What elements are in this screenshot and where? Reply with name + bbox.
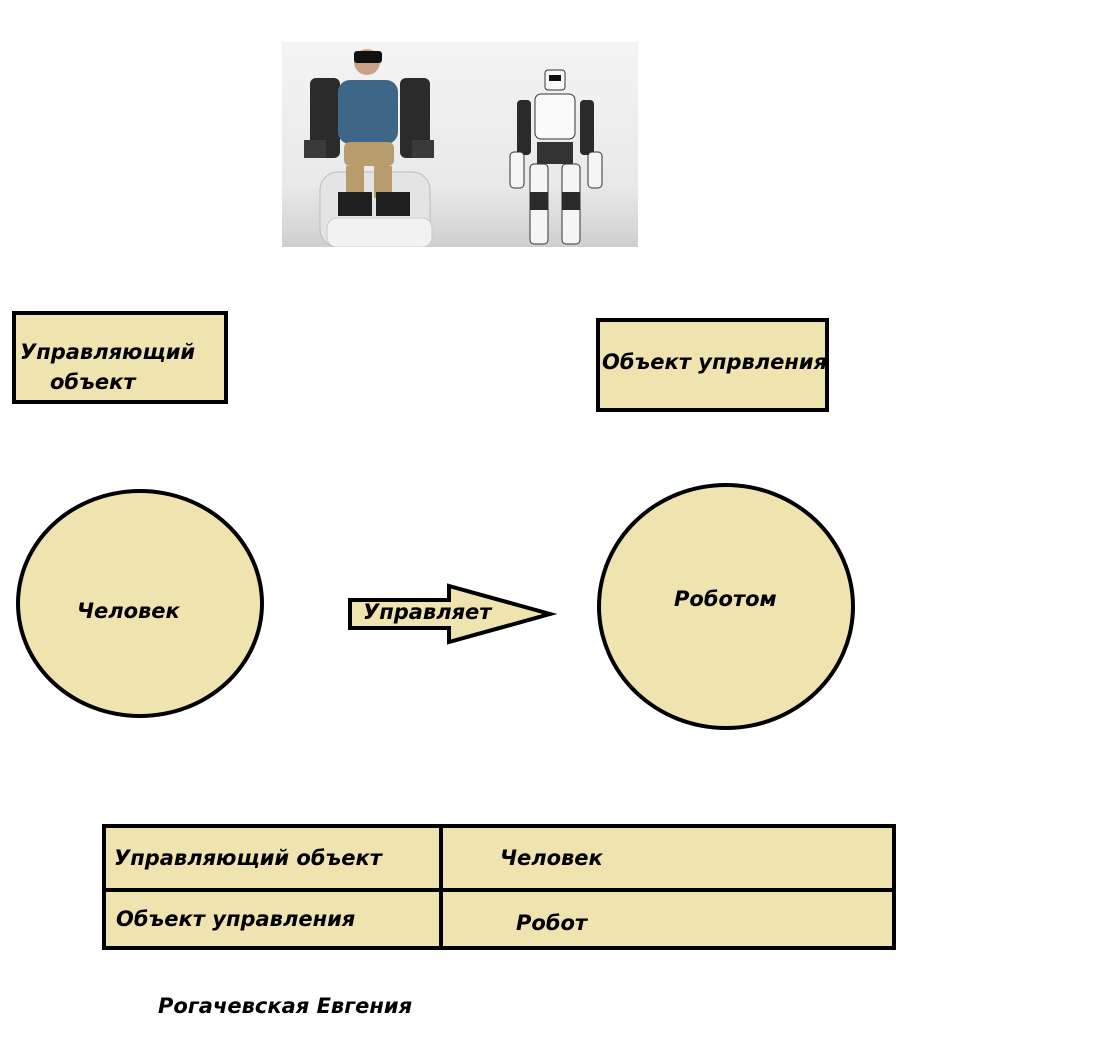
author-name: Рогачевская Евгения [158, 994, 413, 1018]
table-column-divider [439, 828, 443, 946]
robot-circle: Роботом [597, 483, 855, 730]
table-row-1-key: Управляющий объект [114, 846, 382, 870]
controlling-object-box: Управляющий объект [12, 311, 228, 404]
controlled-object-label: Объект упрвления [602, 350, 828, 374]
controlling-object-label-line2: объект [50, 370, 136, 394]
controlling-object-label-line1: Управляющий [20, 340, 196, 364]
table-row-divider [106, 888, 892, 892]
human-robot-photo [282, 42, 638, 247]
table-row-2-value: Робот [516, 911, 588, 935]
summary-table: Управляющий объект Человек Объект управл… [102, 824, 896, 950]
table-row-2-key: Объект управления [116, 907, 356, 931]
robot-circle-label: Роботом [674, 587, 777, 611]
controls-arrow [348, 583, 557, 645]
teleoperation-image-icon [282, 42, 638, 247]
human-circle: Человек [16, 489, 264, 718]
controlled-object-box: Объект упрвления [596, 318, 829, 412]
table-row-1-value: Человек [500, 846, 603, 870]
human-circle-label: Человек [77, 599, 180, 623]
controls-arrow-label: Управляет [363, 600, 492, 624]
